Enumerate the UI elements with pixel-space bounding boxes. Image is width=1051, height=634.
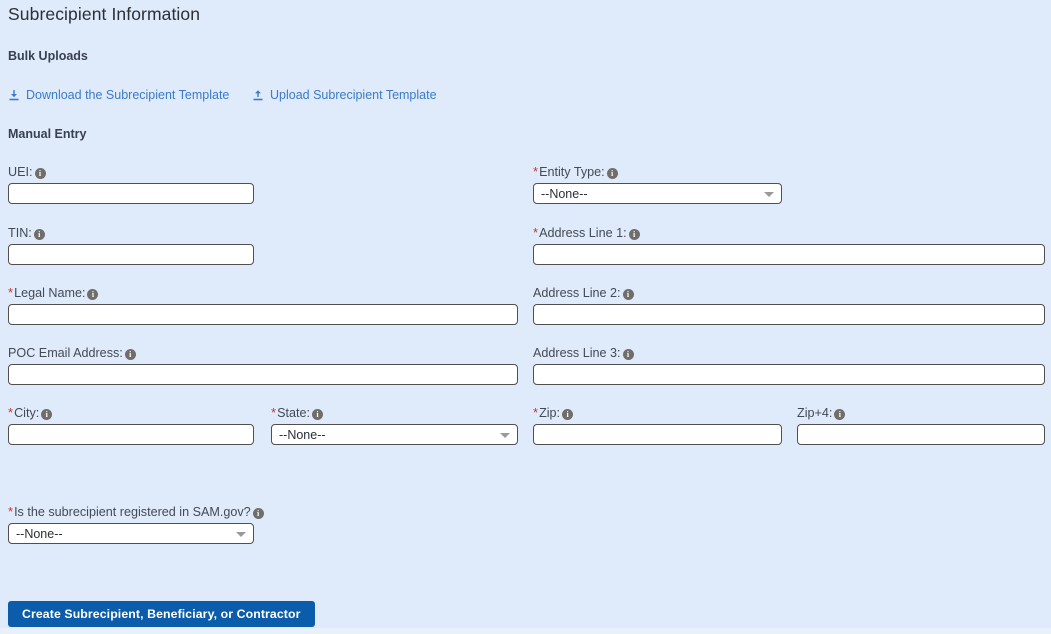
upload-link-label: Upload Subrecipient Template — [270, 88, 437, 102]
field-poc-email: POC Email Address: i — [8, 346, 518, 385]
info-icon[interactable]: i — [87, 289, 99, 300]
download-subrecipient-template-link[interactable]: Download the Subrecipient Template — [8, 88, 229, 102]
field-tin-label-text: TIN: — [8, 226, 32, 240]
required-marker: * — [8, 404, 14, 420]
state-select[interactable]: --None-- — [271, 424, 518, 445]
info-icon[interactable]: i — [34, 168, 46, 179]
field-zip-label: * Zip: i — [533, 406, 782, 421]
required-marker: * — [271, 404, 277, 420]
info-icon[interactable]: i — [562, 409, 574, 420]
bulk-uploads-heading: Bulk Uploads — [8, 49, 88, 63]
field-city-label: * City: i — [8, 406, 254, 421]
field-city-label-text: City: — [14, 406, 40, 420]
field-address-line-1-label-text: Address Line 1: — [539, 226, 627, 240]
legal-name-input[interactable] — [8, 304, 518, 325]
required-marker: * — [533, 224, 539, 240]
field-tin-label: TIN: i — [8, 226, 254, 241]
info-icon[interactable]: i — [834, 409, 846, 420]
field-zip4-label: Zip+4: i — [797, 406, 1045, 421]
required-marker: * — [8, 503, 14, 519]
field-zip4: Zip+4: i — [797, 406, 1045, 445]
required-marker: * — [533, 404, 539, 420]
field-address-line-2: Address Line 2: i — [533, 286, 1045, 325]
field-address-line-1: * Address Line 1: i — [533, 226, 1045, 265]
chevron-down-icon — [500, 432, 510, 438]
field-address-line-3: Address Line 3: i — [533, 346, 1045, 385]
create-subrecipient-button[interactable]: Create Subrecipient, Beneficiary, or Con… — [8, 601, 315, 627]
field-city: * City: i — [8, 406, 254, 445]
upload-icon — [252, 89, 264, 102]
field-poc-email-label-text: POC Email Address: — [8, 346, 123, 360]
uei-input[interactable] — [8, 183, 254, 204]
tin-input[interactable] — [8, 244, 254, 265]
field-zip-label-text: Zip: — [539, 406, 561, 420]
zip4-input[interactable] — [797, 424, 1045, 445]
chevron-down-icon — [236, 531, 246, 537]
field-sam-registered-label: * Is the subrecipient registered in SAM.… — [8, 503, 264, 520]
info-icon[interactable]: i — [622, 289, 634, 300]
info-icon[interactable]: i — [622, 349, 634, 360]
info-icon[interactable]: i — [252, 508, 264, 519]
city-input[interactable] — [8, 424, 254, 445]
field-address-line-2-label: Address Line 2: i — [533, 286, 1045, 301]
field-entity-type-label-text: Entity Type: — [539, 165, 605, 179]
field-tin: TIN: i — [8, 226, 254, 265]
field-address-line-3-label-text: Address Line 3: — [533, 346, 621, 360]
required-marker: * — [533, 163, 539, 179]
entity-type-select[interactable]: --None-- — [533, 183, 782, 204]
field-state-label: * State: i — [271, 406, 518, 421]
upload-subrecipient-template-link[interactable]: Upload Subrecipient Template — [252, 88, 437, 102]
download-icon — [8, 89, 20, 102]
field-sam-registered-label-text: Is the subrecipient registered in SAM.go… — [14, 505, 251, 519]
address-line-3-input[interactable] — [533, 364, 1045, 385]
field-state-label-text: State: — [277, 406, 310, 420]
field-entity-type: * Entity Type: i --None-- — [533, 165, 782, 204]
info-icon[interactable]: i — [628, 229, 640, 240]
field-uei-label: UEI: i — [8, 165, 254, 180]
required-marker: * — [8, 284, 14, 300]
field-zip4-label-text: Zip+4: — [797, 406, 833, 420]
address-line-1-input[interactable] — [533, 244, 1045, 265]
field-uei-label-text: UEI: — [8, 165, 33, 179]
info-icon[interactable]: i — [311, 409, 323, 420]
field-legal-name: * Legal Name: i — [8, 286, 518, 325]
field-sam-registered: * Is the subrecipient registered in SAM.… — [8, 503, 264, 544]
field-entity-type-label: * Entity Type: i — [533, 165, 782, 180]
page-title: Subrecipient Information — [8, 4, 201, 24]
zip-input[interactable] — [533, 424, 782, 445]
info-icon[interactable]: i — [41, 409, 53, 420]
info-icon[interactable]: i — [606, 168, 618, 179]
info-icon[interactable]: i — [33, 229, 45, 240]
field-state: * State: i --None-- — [271, 406, 518, 445]
field-legal-name-label-text: Legal Name: — [14, 286, 86, 300]
state-selected-value: --None-- — [279, 427, 326, 442]
field-legal-name-label: * Legal Name: i — [8, 286, 518, 301]
field-uei: UEI: i — [8, 165, 254, 204]
manual-entry-heading: Manual Entry — [8, 127, 87, 141]
entity-type-selected-value: --None-- — [541, 186, 588, 201]
page-bottom-strip — [0, 628, 1051, 634]
poc-email-input[interactable] — [8, 364, 518, 385]
info-icon[interactable]: i — [124, 349, 136, 360]
field-address-line-2-label-text: Address Line 2: — [533, 286, 621, 300]
sam-registered-select[interactable]: --None-- — [8, 523, 254, 544]
field-address-line-1-label: * Address Line 1: i — [533, 226, 1045, 241]
chevron-down-icon — [764, 191, 774, 197]
download-link-label: Download the Subrecipient Template — [26, 88, 230, 102]
field-address-line-3-label: Address Line 3: i — [533, 346, 1045, 361]
field-zip: * Zip: i — [533, 406, 782, 445]
field-poc-email-label: POC Email Address: i — [8, 346, 518, 361]
address-line-2-input[interactable] — [533, 304, 1045, 325]
sam-registered-selected-value: --None-- — [16, 526, 63, 541]
